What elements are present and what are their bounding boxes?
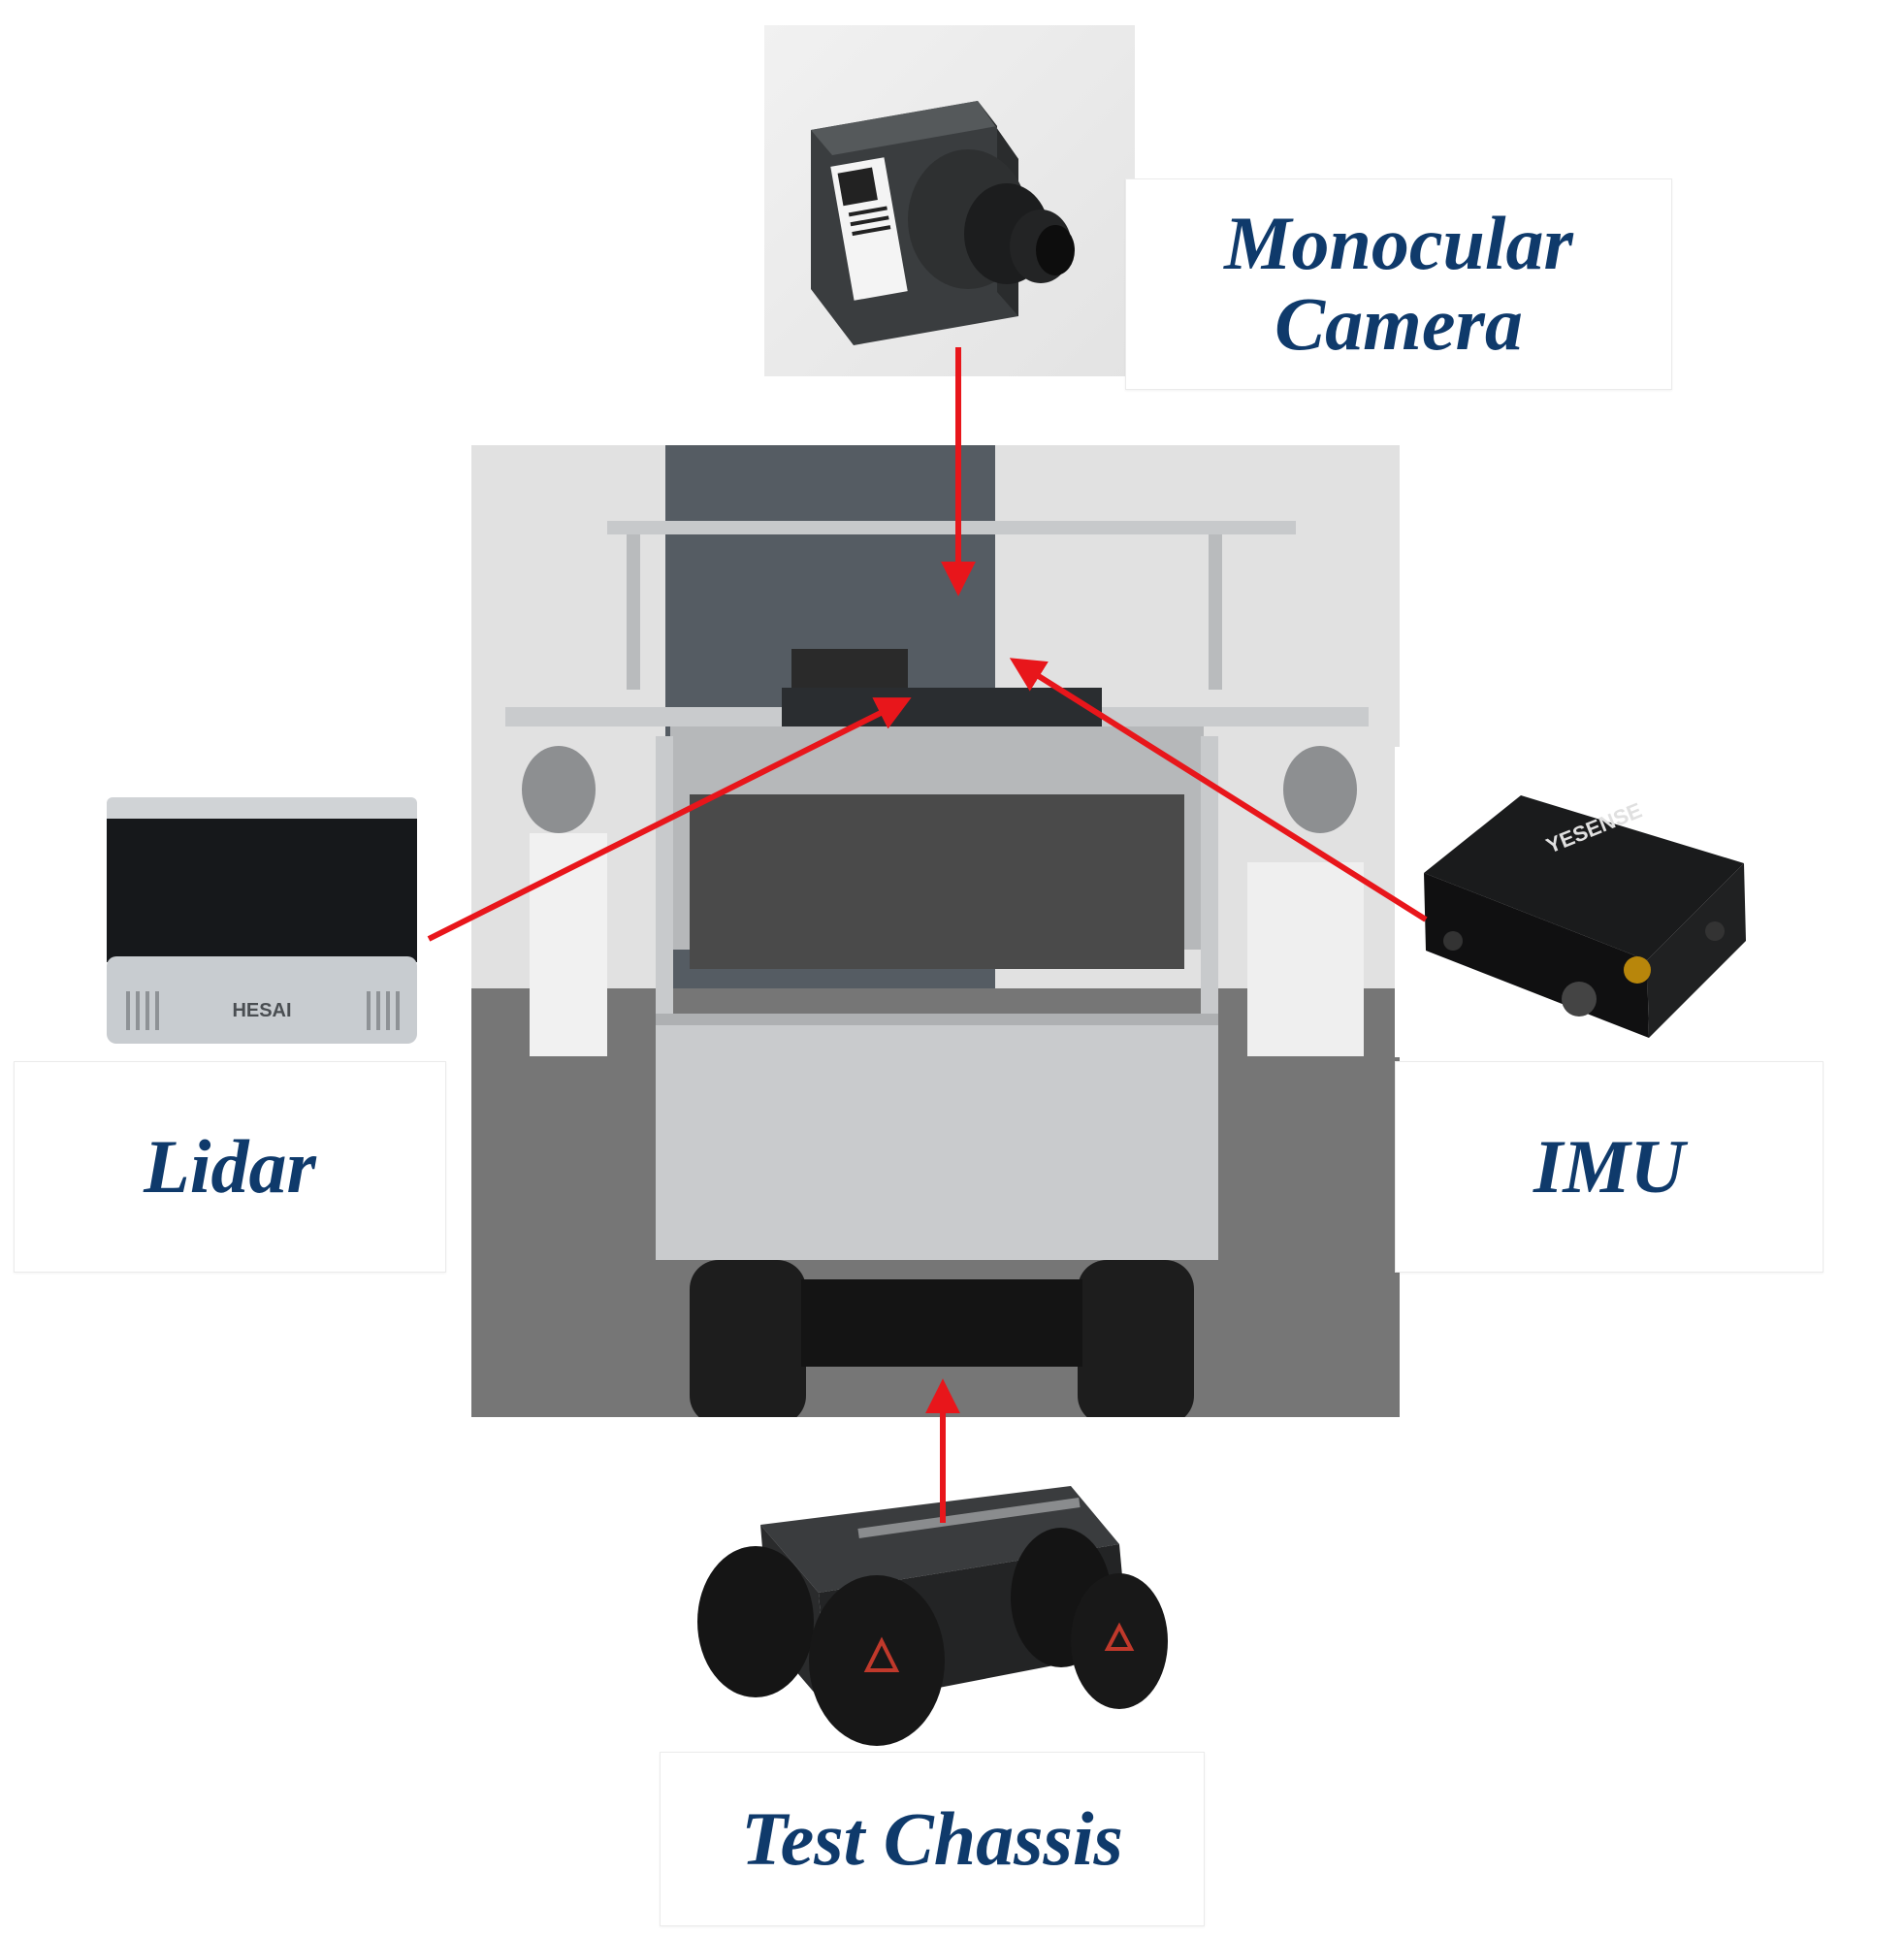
lidar-label-text: Lidar xyxy=(144,1123,316,1209)
camera-label: Monocular Camera xyxy=(1125,178,1672,390)
lidar-label: Lidar xyxy=(14,1061,446,1273)
chassis-label-text: Test Chassis xyxy=(741,1795,1123,1881)
chassis-label: Test Chassis xyxy=(660,1752,1205,1926)
imu-photo: YESENSE xyxy=(1395,747,1756,1057)
vehicle-photo xyxy=(471,445,1400,1425)
imu-label-text: IMU xyxy=(1533,1123,1686,1209)
lidar-brand: HESAI xyxy=(232,1000,291,1021)
lidar-photo: HESAI xyxy=(87,786,436,1059)
arrow-lidar xyxy=(427,697,912,942)
chassis-photo xyxy=(663,1428,1178,1754)
imu-label: IMU xyxy=(1395,1061,1823,1273)
arrow-imu xyxy=(1009,658,1428,922)
camera-photo xyxy=(764,25,1135,376)
camera-label-text: Monocular Camera xyxy=(1224,201,1573,366)
